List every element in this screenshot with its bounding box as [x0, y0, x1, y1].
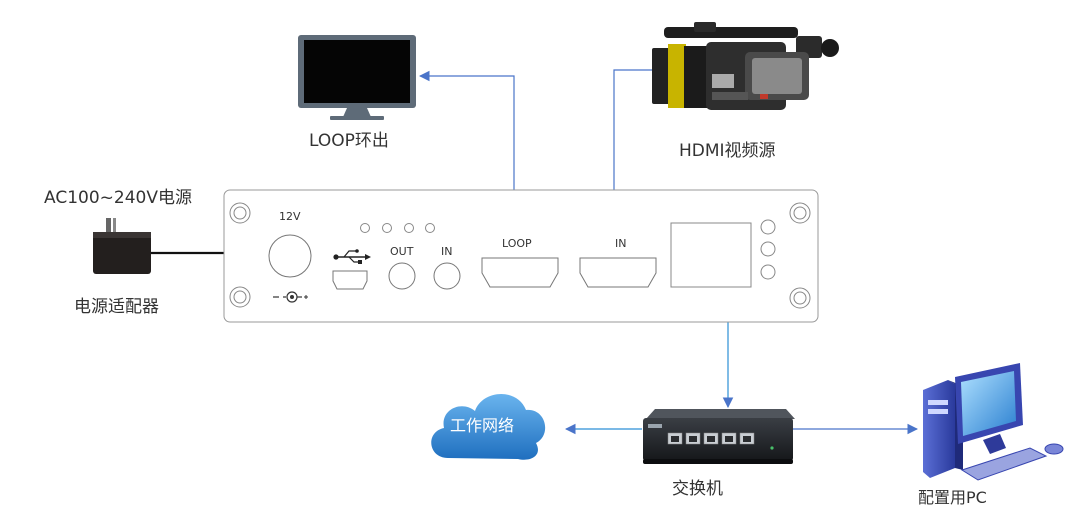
out-port [388, 262, 416, 290]
device-front-panel [223, 189, 819, 323]
indicator-leds [360, 223, 435, 233]
hdmi-in-port [579, 257, 657, 288]
hdmi-loop-port [481, 257, 559, 288]
loop-port-label: LOOP [502, 237, 532, 250]
mount-hole-top-right [789, 202, 811, 224]
dc-polarity-icon [273, 291, 308, 303]
hdmi-in-port-label: IN [615, 237, 627, 250]
in-port [433, 262, 461, 290]
camcorder-icon [652, 22, 839, 110]
network-switch-icon [643, 409, 795, 464]
loop-out-label: LOOP环出 [309, 131, 389, 151]
mount-hole-top-left [229, 202, 251, 224]
work-network-label: 工作网络 [450, 416, 515, 435]
in-port-label: IN [441, 245, 453, 258]
cloud-icon [431, 393, 546, 460]
power-supply-label: AC100~240V电源 [44, 188, 192, 208]
hdmi-source-connection-line [608, 69, 654, 248]
dc-12v-label: 12V [279, 210, 301, 223]
config-pc-label: 配置用PC [918, 488, 987, 507]
usb-icon [333, 249, 371, 264]
out-port-label: OUT [390, 245, 414, 258]
dc-power-jack [268, 234, 312, 278]
ethernet-port [670, 222, 752, 288]
hdmi-source-label: HDMI视频源 [679, 141, 776, 161]
mount-hole-bottom-left [229, 286, 251, 308]
switch-label: 交换机 [672, 479, 723, 499]
desktop-pc-icon [923, 363, 1064, 481]
power-adapter-icon [93, 218, 151, 274]
monitor-icon [298, 35, 416, 120]
side-indicators [760, 219, 776, 280]
usb-port [332, 270, 368, 290]
mount-hole-bottom-right [789, 287, 811, 309]
power-adapter-label: 电源适配器 [74, 297, 159, 317]
